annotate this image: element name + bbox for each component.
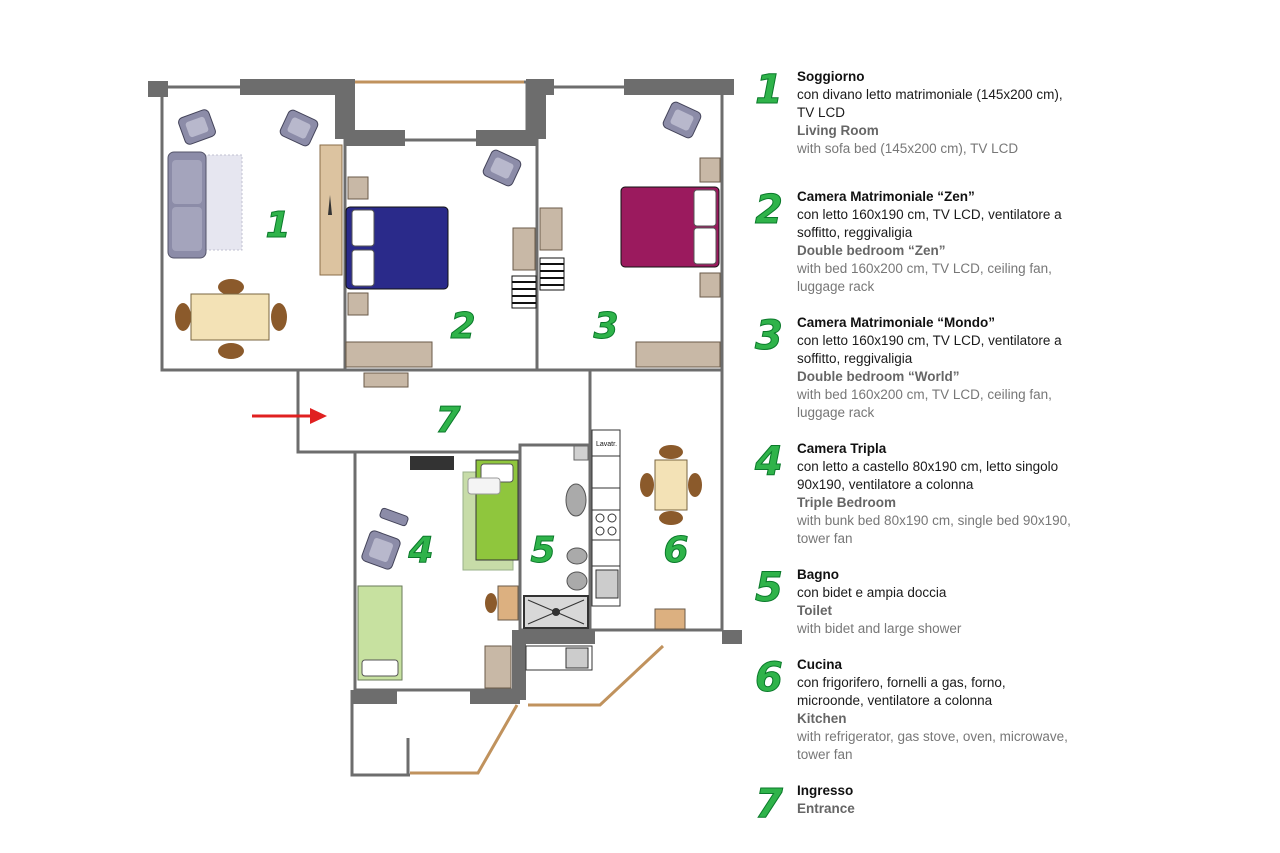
legend-desc-en: with sofa bed (145x200 cm), TV LCD <box>797 141 1019 156</box>
triple-room-furniture <box>357 456 519 689</box>
thick-walls <box>148 79 742 704</box>
legend-desc-it: con letto 160x190 cm, TV LCD, ventilator… <box>797 333 1062 366</box>
legend-entry-3: 3 Camera Matrimoniale “Mondo” con letto … <box>755 314 1075 440</box>
floor-plan: Lavatr. 1 2 3 7 4 5 6 <box>148 79 742 777</box>
legend-title-it: Ingresso <box>797 783 854 798</box>
legend-title-en: Double bedroom “World” <box>797 369 960 384</box>
legend-title-it: Camera Tripla <box>797 441 887 456</box>
legend-number: 2 <box>755 187 784 233</box>
room-number-2: 2 <box>450 306 475 347</box>
bedroom-2-furniture <box>345 149 537 368</box>
entrance-arrow <box>252 408 327 424</box>
legend-desc-it: con bidet e ampia doccia <box>797 585 947 600</box>
bathroom-sign: Lavatr. <box>596 441 617 448</box>
legend-number: 6 <box>755 655 784 701</box>
room-number-4: 4 <box>407 530 433 571</box>
legend-title-en: Entrance <box>797 801 855 816</box>
room-number-7: 7 <box>435 400 460 441</box>
legend-number: 4 <box>755 439 784 485</box>
legend-title-it: Camera Matrimoniale “Zen” <box>797 189 975 204</box>
legend-entry-1: 1 Soggiorno con divano letto matrimonial… <box>755 68 1075 188</box>
entrance-shelf <box>363 372 409 388</box>
bathroom-fixtures <box>523 445 593 671</box>
legend-title-en: Kitchen <box>797 711 847 726</box>
room-numbers: 1 2 3 7 4 5 6 <box>265 205 689 572</box>
legend-desc-it: con frigorifero, fornelli a gas, forno, … <box>797 675 1006 708</box>
kitchen-fixtures: Lavatr. <box>591 429 702 630</box>
legend-entry-4: 4 Camera Tripla con letto a castello 80x… <box>755 440 1075 566</box>
legend-desc-en: with refrigerator, gas stove, oven, micr… <box>797 729 1068 762</box>
legend-desc-en: with bed 160x200 cm, TV LCD, ceiling fan… <box>797 261 1052 294</box>
legend-title-it: Soggiorno <box>797 69 865 84</box>
legend-desc-it: con letto 160x190 cm, TV LCD, ventilator… <box>797 207 1062 240</box>
legend-entry-7: 7 Ingresso Entrance <box>755 782 1075 832</box>
legend-desc-it: con divano letto matrimoniale (145x200 c… <box>797 87 1063 120</box>
bedroom-3-furniture <box>539 101 721 368</box>
legend-title-it: Cucina <box>797 657 843 672</box>
legend-number: 5 <box>755 565 784 611</box>
legend-title-it: Bagno <box>797 567 839 582</box>
room-number-3: 3 <box>593 306 618 347</box>
legend-title-en: Toilet <box>797 603 832 618</box>
legend-number: 3 <box>755 313 784 359</box>
legend: 1 Soggiorno con divano letto matrimonial… <box>755 68 1075 832</box>
living-room-furniture <box>167 109 343 359</box>
legend-desc-en: with bunk bed 80x190 cm, single bed 90x1… <box>797 513 1071 546</box>
legend-desc-en: with bidet and large shower <box>797 621 962 636</box>
legend-title-en: Living Room <box>797 123 879 138</box>
legend-entry-2: 2 Camera Matrimoniale “Zen” con letto 16… <box>755 188 1075 314</box>
legend-number: 1 <box>755 67 784 113</box>
legend-desc-it: con letto a castello 80x190 cm, letto si… <box>797 459 1059 492</box>
legend-entry-5: 5 Bagno con bidet e ampia doccia Toilet … <box>755 566 1075 656</box>
legend-title-en: Triple Bedroom <box>797 495 897 510</box>
legend-title-en: Double bedroom “Zen” <box>797 243 946 258</box>
legend-entry-6: 6 Cucina con frigorifero, fornelli a gas… <box>755 656 1075 782</box>
legend-desc-en: with bed 160x200 cm, TV LCD, ceiling fan… <box>797 387 1052 420</box>
room-number-6: 6 <box>663 530 688 571</box>
legend-number: 7 <box>755 781 784 827</box>
room-number-5: 5 <box>530 530 555 571</box>
legend-title-it: Camera Matrimoniale “Mondo” <box>797 315 996 330</box>
doors <box>355 80 665 775</box>
room-number-1: 1 <box>265 205 290 246</box>
